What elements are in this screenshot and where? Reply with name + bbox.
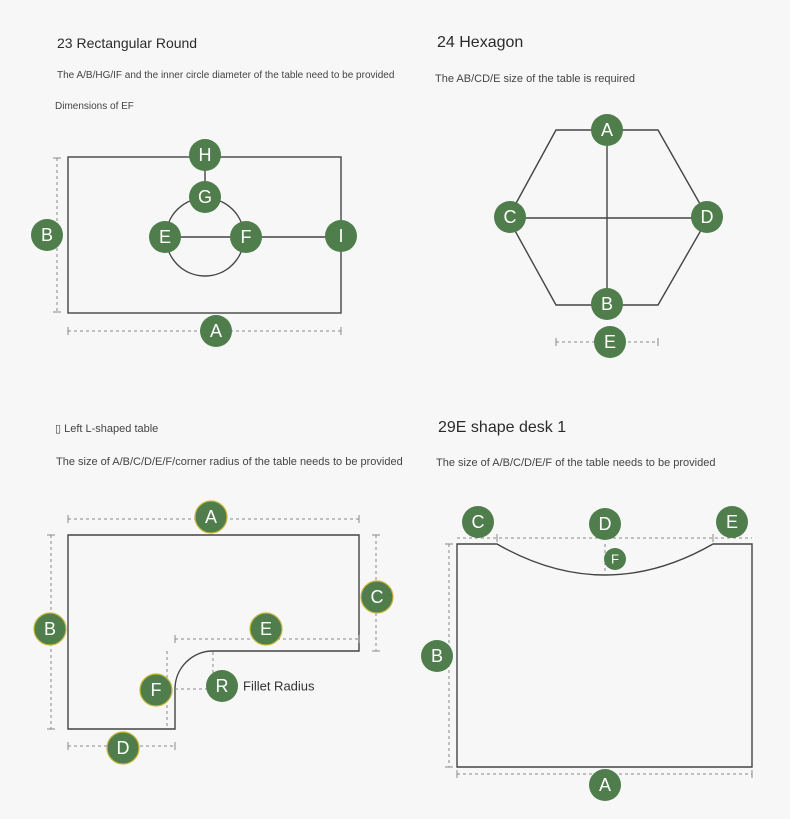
- label-b-badge: B: [31, 219, 63, 251]
- e-shape-diagram: C D E F B A: [421, 506, 753, 801]
- panel-note-secondary: Dimensions of EF: [55, 101, 134, 112]
- label-a-badge: A: [200, 315, 232, 347]
- svg-text:A: A: [599, 775, 611, 795]
- label-a-badge: A: [589, 769, 621, 801]
- svg-text:C: C: [504, 207, 517, 227]
- label-h-badge: H: [189, 139, 221, 171]
- svg-text:F: F: [241, 227, 252, 247]
- svg-text:B: B: [41, 225, 53, 245]
- label-e-badge: E: [149, 221, 181, 253]
- l-shape-diagram: A B C D E F R Fillet Radius: [33, 500, 394, 765]
- svg-text:E: E: [604, 332, 616, 352]
- svg-text:A: A: [210, 321, 222, 341]
- panel-title: 24 Hexagon: [437, 34, 524, 51]
- label-d-badge: D: [106, 731, 140, 765]
- label-g-badge: G: [189, 181, 221, 213]
- svg-text:D: D: [117, 738, 130, 758]
- panel-note: The size of A/B/C/D/E/F of the table nee…: [436, 457, 716, 469]
- label-c-badge: C: [360, 580, 394, 614]
- svg-text:I: I: [338, 226, 343, 246]
- label-a-badge: A: [591, 114, 623, 146]
- svg-text:F: F: [611, 552, 619, 567]
- label-f-badge: F: [230, 221, 262, 253]
- panel-title: 23 Rectangular Round: [57, 35, 198, 51]
- label-b-badge: B: [421, 640, 453, 672]
- table-outline: [456, 543, 753, 768]
- svg-text:E: E: [159, 227, 171, 247]
- svg-text:D: D: [701, 207, 714, 227]
- svg-text:B: B: [431, 646, 443, 666]
- label-r-badge: R: [206, 670, 238, 702]
- table-outline: [67, 534, 360, 730]
- label-i-badge: I: [325, 220, 357, 252]
- svg-text:B: B: [601, 294, 613, 314]
- label-a-badge: A: [194, 500, 228, 534]
- hexagon-diagram: A B C D E: [494, 114, 723, 358]
- svg-text:B: B: [44, 619, 56, 639]
- panel-title: 29E shape desk 1: [438, 419, 567, 436]
- panel-note: The size of A/B/C/D/E/F/corner radius of…: [56, 456, 403, 468]
- svg-text:D: D: [599, 514, 612, 534]
- label-b-badge: B: [591, 288, 623, 320]
- label-d-badge: D: [691, 201, 723, 233]
- panel-note: The AB/CD/E size of the table is require…: [435, 73, 635, 85]
- fillet-radius-label: Fillet Radius: [243, 679, 315, 694]
- svg-text:A: A: [205, 507, 217, 527]
- svg-text:F: F: [151, 680, 162, 700]
- svg-text:G: G: [198, 187, 212, 207]
- svg-text:E: E: [726, 512, 738, 532]
- panel-note: The A/B/HG/IF and the inner circle diame…: [57, 70, 395, 81]
- label-e-badge: E: [249, 612, 283, 646]
- panel-title: ▯ Left L-shaped table: [55, 423, 159, 435]
- label-f-badge: F: [604, 548, 626, 570]
- svg-text:R: R: [216, 676, 229, 696]
- svg-text:A: A: [601, 120, 613, 140]
- svg-text:C: C: [472, 512, 485, 532]
- svg-text:C: C: [371, 587, 384, 607]
- svg-text:E: E: [260, 619, 272, 639]
- label-c-badge: C: [462, 506, 494, 538]
- label-b-badge: B: [33, 612, 67, 646]
- label-e-badge: E: [716, 506, 748, 538]
- label-d-badge: D: [589, 508, 621, 540]
- label-f-badge: F: [139, 673, 173, 707]
- svg-text:H: H: [199, 145, 212, 165]
- label-c-badge: C: [494, 201, 526, 233]
- rect-round-diagram: H G E F I B A: [31, 139, 357, 347]
- label-e-badge: E: [594, 326, 626, 358]
